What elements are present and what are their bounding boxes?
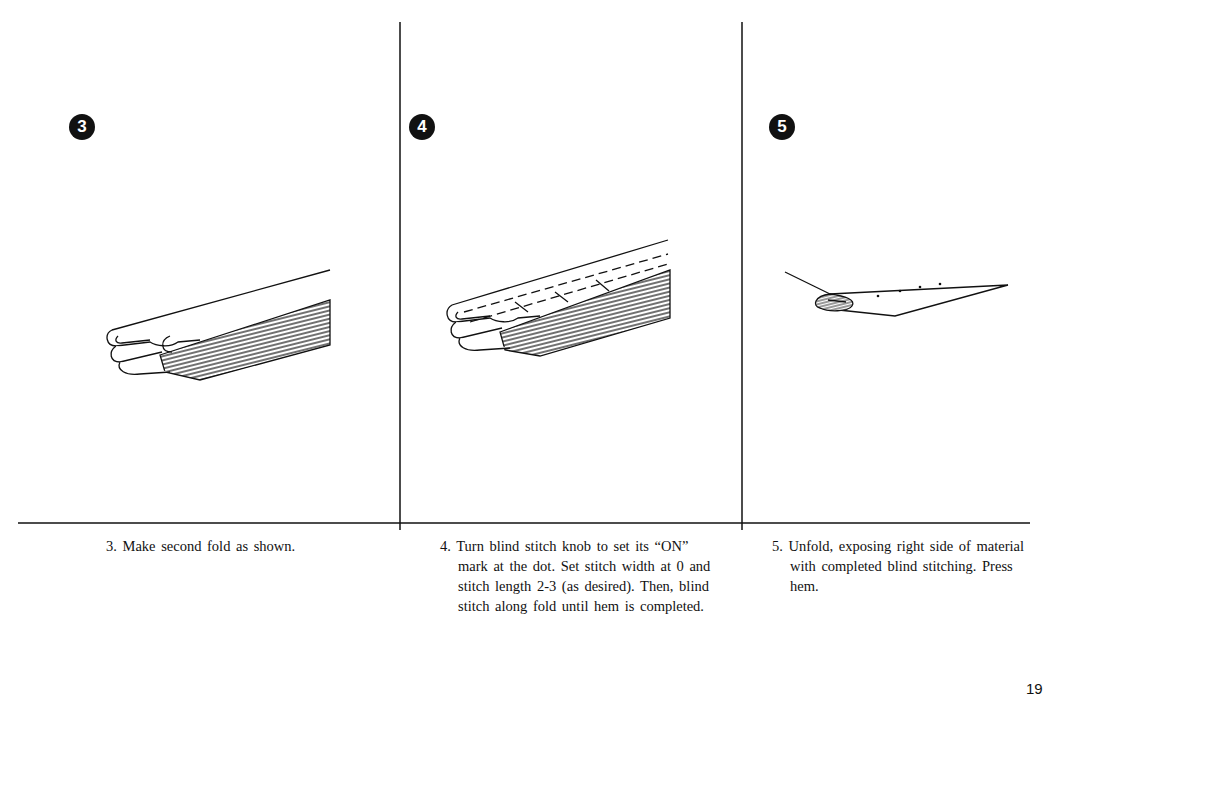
page-number: 19 (1026, 680, 1043, 697)
stitched-fabric (447, 240, 670, 356)
callout-number: 5 (769, 114, 795, 140)
finished-hem (785, 272, 1008, 316)
folded-fabric (107, 270, 330, 380)
callout-number: 3 (69, 114, 95, 140)
step-caption: 5. Unfold, exposing right side of materi… (772, 536, 1030, 596)
step-caption: 3. Make second fold as shown. (106, 536, 374, 556)
divider (741, 22, 743, 530)
callout-number: 4 (409, 114, 435, 140)
rule (18, 522, 1030, 524)
divider (399, 22, 401, 530)
step-caption: 4. Turn blind stitch knob to set its “ON… (440, 536, 720, 616)
